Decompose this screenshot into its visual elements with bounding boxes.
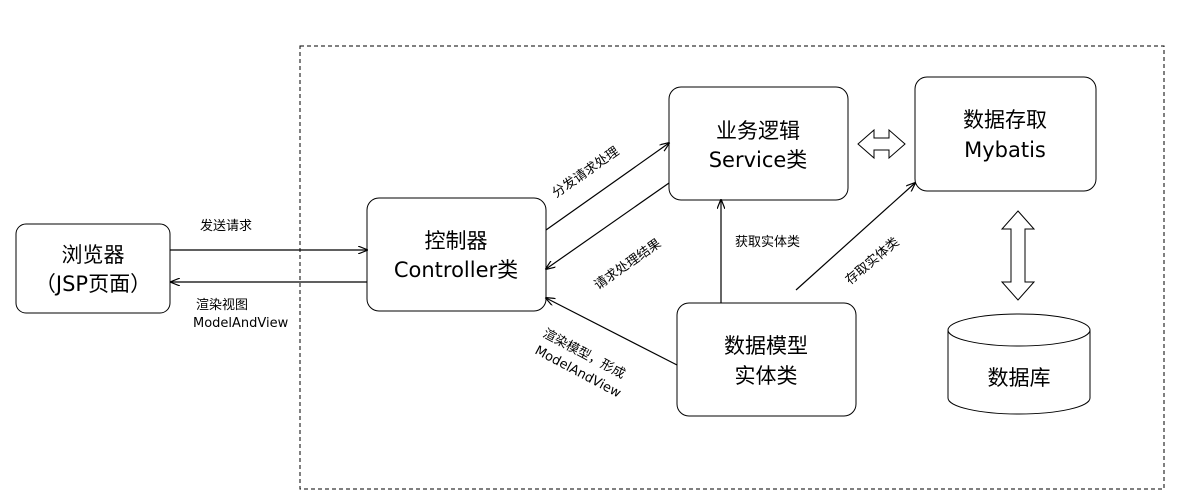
model-sublabel: 实体类 [735,364,798,388]
get-entity-label: 获取实体类 [735,235,800,250]
service-mybatis-double-arrow [857,128,906,160]
render-view-label: 渲染视图 [196,298,248,313]
model-node: 数据模型 实体类 [676,302,857,417]
system-boundary [299,45,1165,490]
store-entity-arrow [795,183,915,291]
mybatis-database-double-arrow [1000,210,1036,301]
store-entity-label: 存取实体类 [843,235,902,288]
request-result-label: 请求处理结果 [592,236,665,293]
send-request-label: 发送请求 [200,218,252,234]
service-sublabel: Service类 [709,148,808,172]
mybatis-sublabel: Mybatis [964,138,1046,162]
dispatch-request-arrow [545,143,669,231]
browser-label: 浏览器 [62,243,125,267]
render-model-arrow [546,298,678,366]
controller-sublabel: Controller类 [394,258,518,282]
model-label: 数据模型 [724,334,808,358]
database-node: 数据库 [947,313,1091,415]
service-node: 业务逻辑 Service类 [668,86,849,201]
controller-label: 控制器 [425,229,488,253]
dispatch-request-label: 分发请求处理 [549,143,622,201]
controller-node: 控制器 Controller类 [366,197,547,312]
browser-node: 浏览器 （JSP页面） [15,223,171,314]
mybatis-node: 数据存取 Mybatis [914,76,1097,192]
service-label: 业务逻辑 [716,119,800,143]
request-result-arrow [546,182,670,269]
database-label: 数据库 [988,366,1051,390]
browser-sublabel: （JSP页面） [35,272,151,296]
render-view-sublabel: ModelAndView [193,316,289,331]
mybatis-label: 数据存取 [963,108,1047,132]
